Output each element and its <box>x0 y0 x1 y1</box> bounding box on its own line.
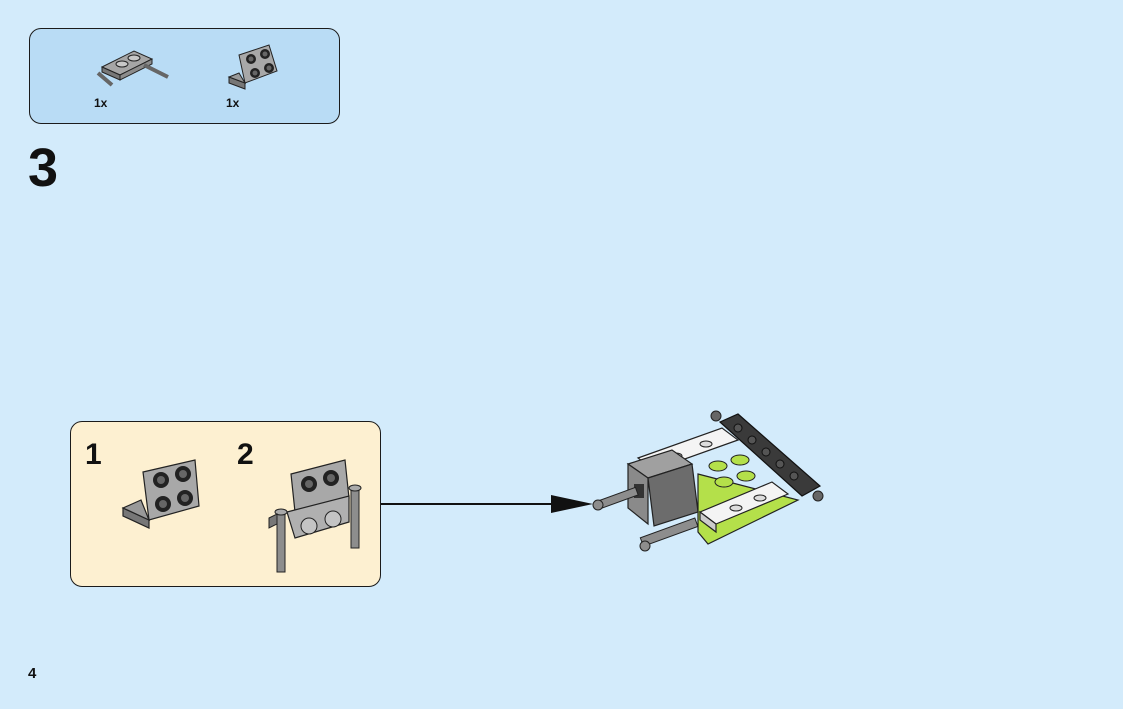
bracket-2x2-icon <box>121 459 200 529</box>
vehicle-chassis-assembly-icon <box>592 410 824 552</box>
bracket-2x2-icon <box>227 44 278 90</box>
bar-holder-plate-icon <box>96 50 169 87</box>
substep-box: 1 2 <box>70 421 381 587</box>
parts-list-box: 1x 1x <box>29 28 340 124</box>
substep-number: 2 <box>237 438 254 471</box>
part-quantity: 1x <box>94 96 108 110</box>
page-number: 4 <box>28 665 37 682</box>
assembly-arrow <box>381 495 593 513</box>
bracket-with-bars-icon <box>268 459 362 573</box>
substep-number: 1 <box>85 438 102 471</box>
step-number: 3 <box>28 138 59 198</box>
part-quantity: 1x <box>226 96 240 110</box>
